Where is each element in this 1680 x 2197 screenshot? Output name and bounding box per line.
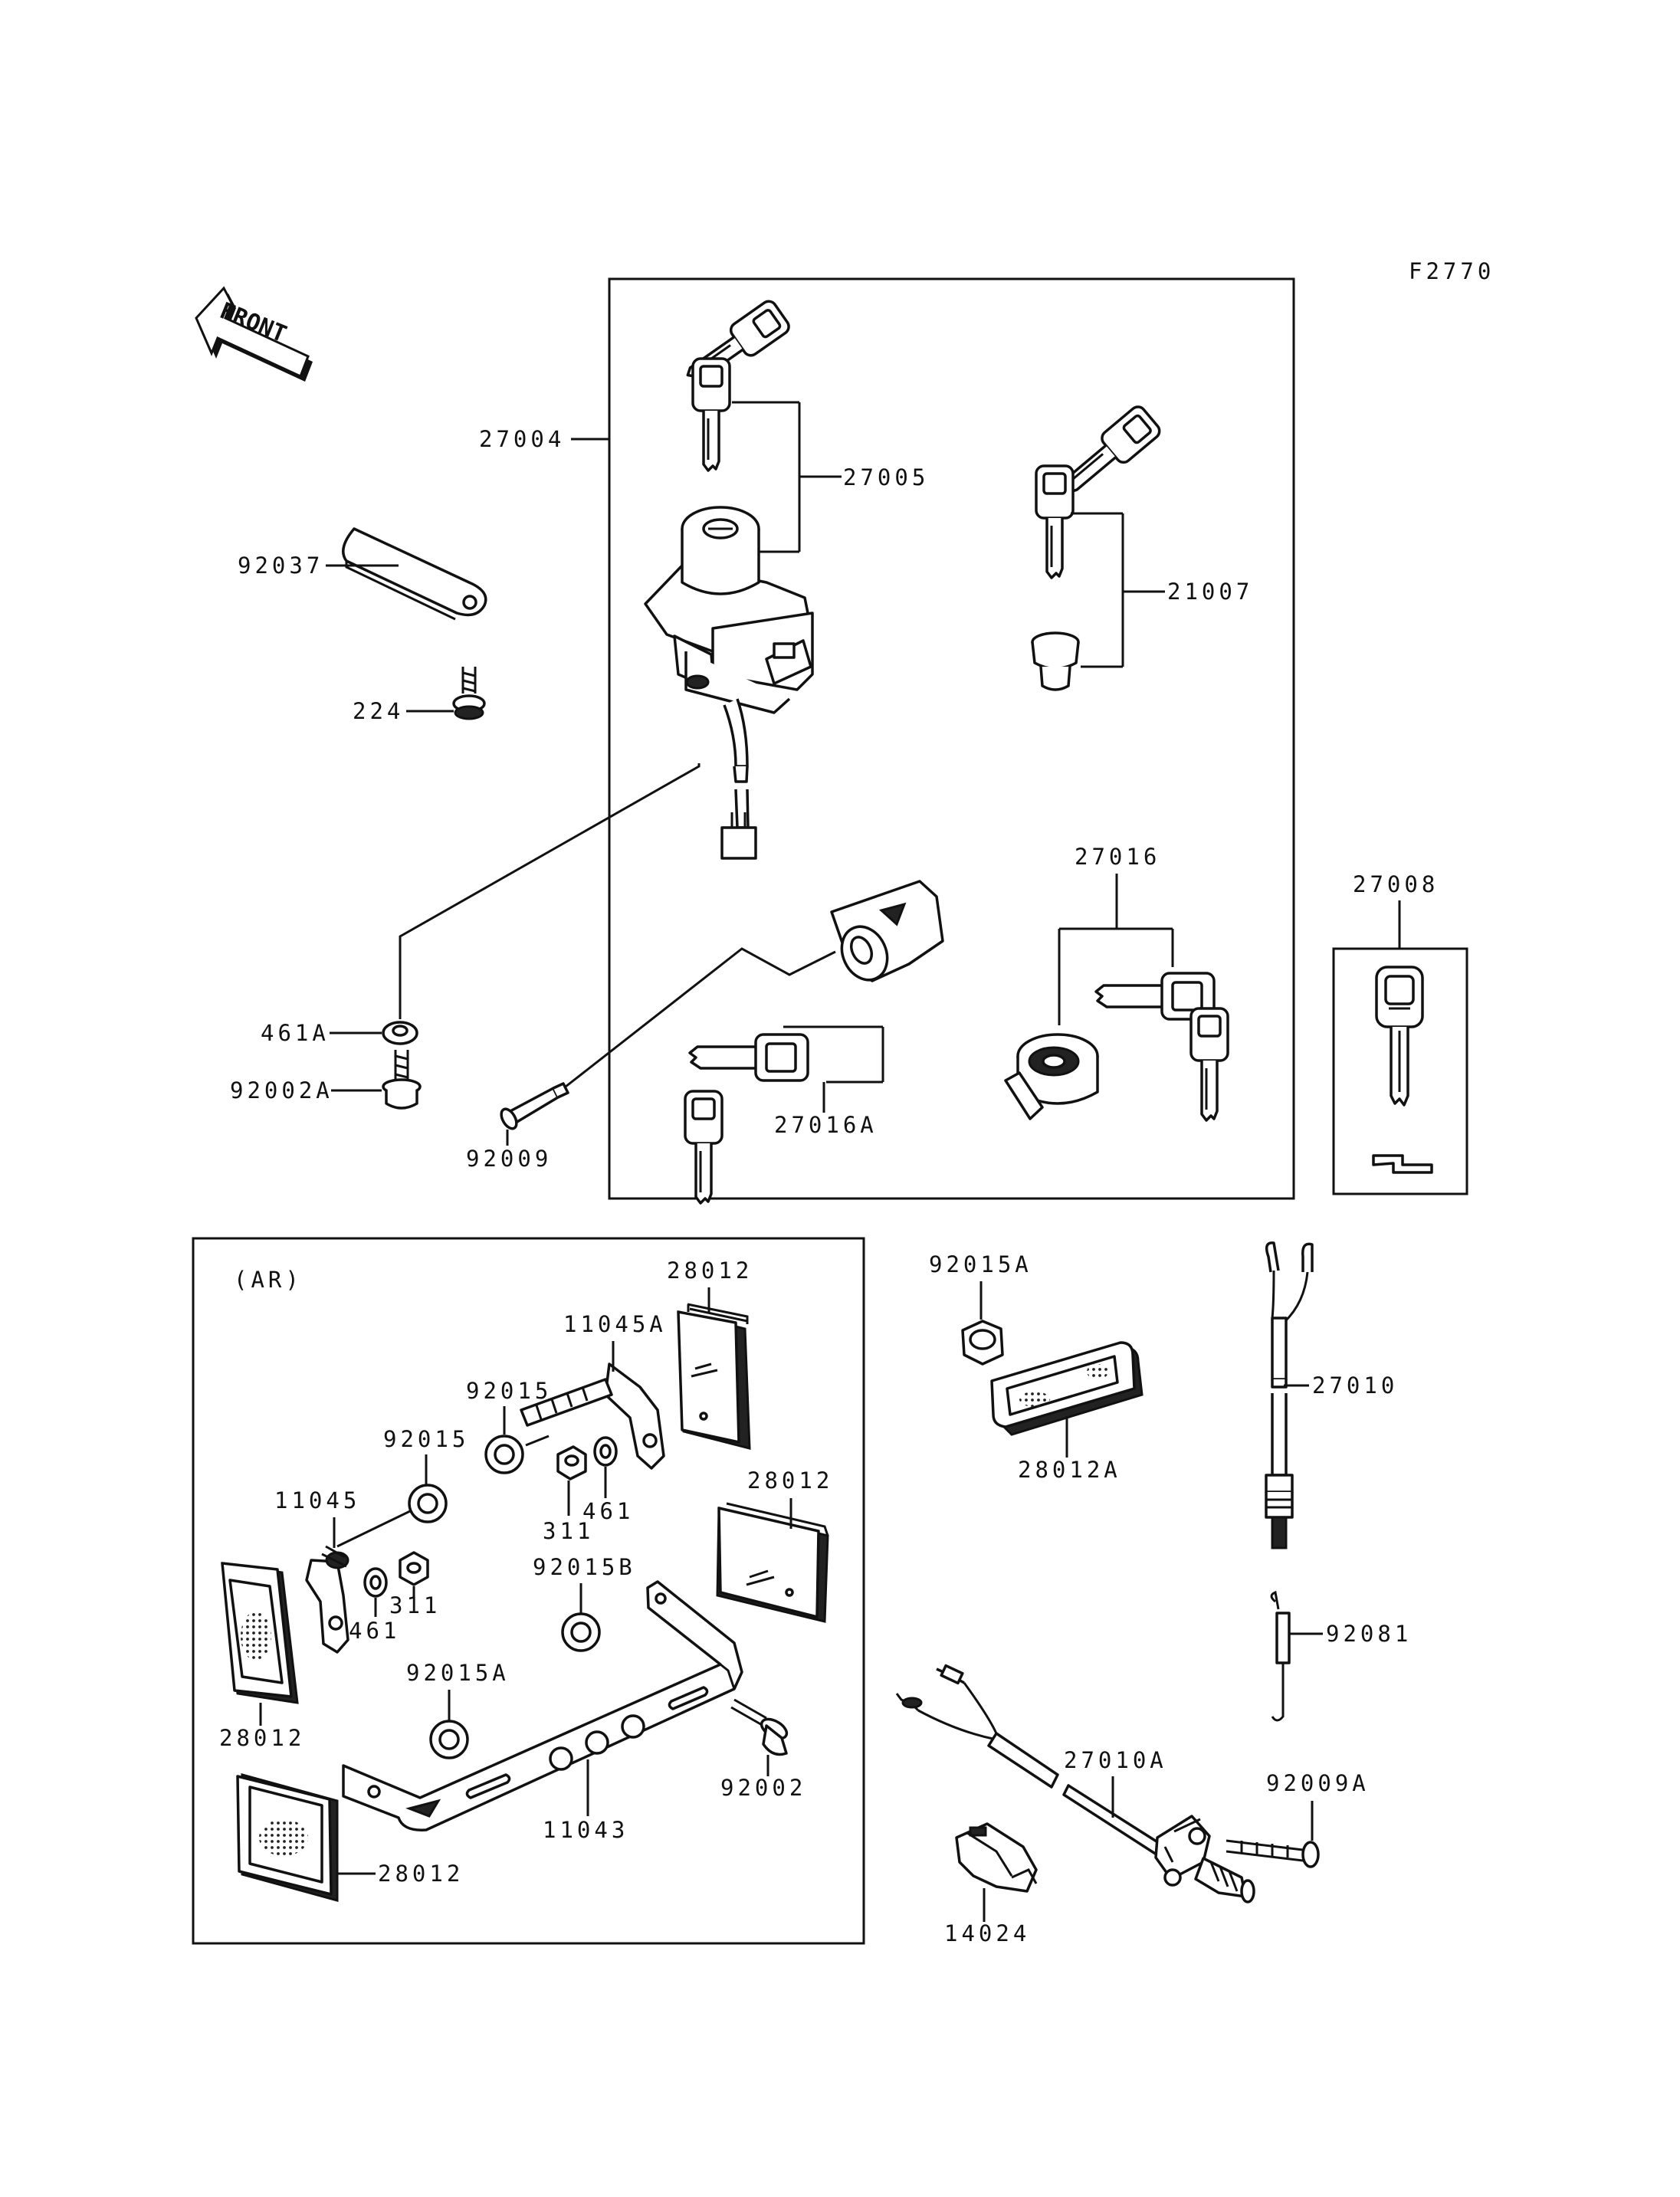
screw-92009A: [1226, 1839, 1320, 1868]
front-arrow-icon: FRONT: [195, 286, 313, 382]
nut-92015A-outer: [961, 1320, 1004, 1366]
switch-27010A: [895, 1664, 1255, 1904]
reflector-28012-top: [677, 1303, 751, 1450]
label-27010A: 27010A: [1064, 1747, 1167, 1773]
label-27005: 27005: [843, 464, 929, 490]
label-92009: 92009: [466, 1146, 552, 1172]
bracket-11045A: [520, 1362, 665, 1470]
reflector-28012-left: [221, 1562, 299, 1704]
label-28012A: 28012A: [1018, 1457, 1121, 1483]
label-27016A: 27016A: [774, 1112, 878, 1138]
label-224: 224: [353, 698, 404, 724]
label-92015-a: 92015: [466, 1378, 552, 1404]
label-92037: 92037: [238, 553, 323, 579]
label-92009A: 92009A: [1266, 1770, 1370, 1796]
label-92015A-inner: 92015A: [406, 1660, 510, 1686]
key-pair-27016: [1094, 972, 1229, 1122]
switch-27010: [1265, 1241, 1314, 1549]
washer-461-lower: [363, 1567, 388, 1598]
label-461A: 461A: [261, 1020, 330, 1046]
label-92015-b: 92015: [383, 1426, 469, 1452]
washer-461A: [382, 1021, 418, 1045]
label-14024: 14024: [944, 1920, 1030, 1946]
spring-92081: [1270, 1590, 1291, 1722]
label-27010: 27010: [1312, 1372, 1398, 1399]
label-21007: 21007: [1167, 579, 1253, 605]
ignition-switch: [644, 506, 814, 860]
clip-14024: [955, 1822, 1038, 1893]
label-28012-top: 28012: [667, 1258, 753, 1284]
seat-lock-27016A: [830, 880, 944, 982]
screw-92009: [500, 1082, 569, 1130]
ar-reflector-box: [192, 1237, 865, 1945]
nut-92015B: [561, 1612, 601, 1652]
reflector-28012A: [990, 1341, 1144, 1436]
label-92081: 92081: [1326, 1621, 1412, 1647]
label-311-b: 311: [389, 1592, 441, 1618]
bolt-92002A: [382, 1050, 422, 1110]
label-92015B: 92015B: [533, 1554, 636, 1580]
ignition-set-box: [608, 277, 1295, 1200]
label-28012-bottom: 28012: [378, 1861, 464, 1887]
reflector-28012-mid: [716, 1502, 829, 1623]
figure-code: F2770: [1409, 258, 1495, 284]
nut-92015A-inner: [429, 1720, 469, 1759]
label-28012-mid: 28012: [747, 1467, 833, 1494]
plate-92037: [342, 527, 487, 621]
nut-311-lower: [399, 1551, 429, 1586]
label-92015A-outer: 92015A: [929, 1251, 1032, 1277]
screw-224: [452, 667, 486, 720]
label-11045A: 11045A: [563, 1311, 667, 1337]
reflector-28012-bottom: [236, 1773, 339, 1902]
label-27008: 27008: [1353, 871, 1439, 897]
bracket-11043: [342, 1580, 743, 1831]
key-blank-27008: [1372, 966, 1433, 1174]
label-27004: 27004: [479, 426, 565, 452]
key-pair-27005: [678, 297, 793, 472]
label-11045: 11045: [274, 1487, 360, 1513]
label-27016: 27016: [1075, 844, 1160, 870]
label-28012-left: 28012: [219, 1725, 305, 1751]
washer-461-upper: [593, 1436, 618, 1467]
bolt-92002: [730, 1698, 789, 1756]
label-92002: 92002: [720, 1775, 806, 1801]
bracket-11045: [305, 1545, 349, 1654]
label-11043: 11043: [543, 1817, 628, 1843]
label-92002A: 92002A: [230, 1077, 333, 1103]
label-461-b: 461: [349, 1618, 400, 1644]
ar-label: (AR): [234, 1267, 303, 1293]
label-461-a: 461: [582, 1498, 634, 1524]
nut-92015-left: [408, 1484, 448, 1523]
key-pair-21007: [1035, 402, 1164, 579]
lock-27016: [1004, 1033, 1099, 1120]
nut-311-upper: [556, 1445, 587, 1481]
label-311-a: 311: [543, 1518, 594, 1544]
lock-cylinder-21007: [1031, 631, 1080, 691]
nut-92015-upper: [484, 1435, 524, 1474]
